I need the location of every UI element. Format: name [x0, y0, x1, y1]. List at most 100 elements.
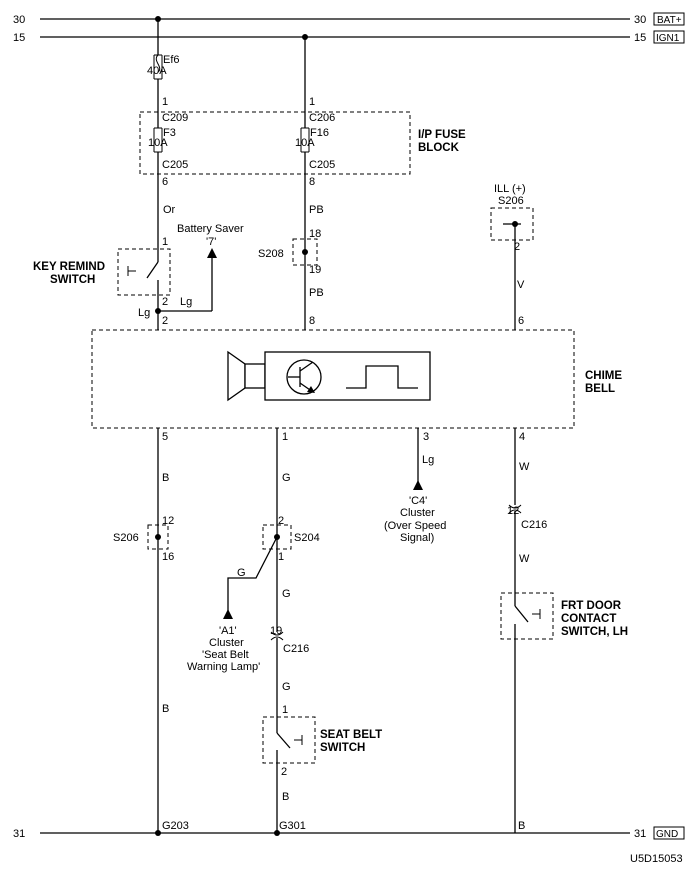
- bat-rail-right-label: 30: [634, 14, 646, 26]
- ill-connector-box: [490, 207, 534, 330]
- pin4-wire-label: W: [519, 461, 530, 473]
- pin1-c216-pin: 19: [270, 625, 282, 637]
- pin4-c216-label: C216: [521, 519, 547, 531]
- gnd-rail-right-label: 31: [634, 828, 646, 840]
- s208-splice: [292, 238, 318, 266]
- ign-rail-left-label: 15: [13, 32, 25, 44]
- wire-or-label: Or: [163, 204, 176, 216]
- a1-line3: 'Seat Belt: [202, 649, 249, 661]
- a1-line4: Warning Lamp': [187, 661, 260, 673]
- fuse-f3-rating: 10A: [148, 137, 168, 149]
- a1-line2: Cluster: [209, 637, 244, 649]
- seat-belt-title-line1: SEAT BELT: [320, 729, 382, 741]
- pin1-wire: [223, 428, 292, 725]
- key-remind-pin-bottom: 2: [162, 296, 168, 308]
- c206-label: C206: [309, 112, 335, 124]
- pin5-wire-label: B: [162, 472, 169, 484]
- wire-lg-label: Lg: [138, 307, 150, 319]
- wire-pb-top-label: PB: [309, 204, 324, 216]
- pin1-branch-wire-label: G: [237, 567, 246, 579]
- s208-pin-top: 18: [309, 228, 321, 240]
- fuse-block-title-line1: I/P FUSE: [418, 129, 466, 141]
- ign-rail-tag: IGN1: [656, 33, 680, 44]
- c209-label: C209: [162, 112, 188, 124]
- key-remind-title-line1: KEY REMIND: [33, 261, 105, 273]
- chime-pin-5: 5: [162, 431, 168, 443]
- frt-door-title-line3: SWITCH, LH: [561, 626, 628, 638]
- pin4-c216-pin: 12: [507, 505, 519, 517]
- s206-name: S206: [113, 532, 139, 544]
- c205-left-label: C205: [162, 159, 188, 171]
- chime-bell-module: [91, 329, 575, 429]
- key-remind-pin-top: 1: [162, 236, 168, 248]
- pin5-wire: [147, 428, 169, 836]
- pin3-wire-label: Lg: [422, 454, 434, 466]
- gnd-rail: 31 31 GND: [13, 826, 685, 840]
- ip-fuse-block: [139, 111, 411, 175]
- seat-belt-title-line2: SWITCH: [320, 742, 365, 754]
- fuse-block-title-line2: BLOCK: [418, 142, 460, 154]
- wire-v-label: V: [517, 279, 525, 291]
- chime-pin-1: 1: [282, 431, 288, 443]
- c4-line2: Cluster: [400, 507, 435, 519]
- seat-belt-bottom-wire-label: B: [282, 791, 289, 803]
- g301-label: G301: [279, 820, 306, 832]
- key-remind-switch: [117, 248, 171, 330]
- c4-line4: Signal): [400, 532, 434, 544]
- ign-rail: 15 15 IGN1: [13, 30, 685, 44]
- fuse-ef6-rating: 40A: [147, 65, 167, 77]
- ill-label: ILL (+): [494, 183, 526, 195]
- c205-right-pin: 8: [309, 176, 315, 188]
- chime-title-line2: BELL: [585, 383, 615, 395]
- pin1-wire-label: G: [282, 472, 291, 484]
- c206-pin: 1: [309, 96, 315, 108]
- ign-rail-right-label: 15: [634, 32, 646, 44]
- ign-feed-column: [300, 34, 310, 330]
- frt-door-title-line2: CONTACT: [561, 613, 616, 625]
- bat-rail-left-label: 30: [13, 14, 25, 26]
- fuse-ef6-name: Ef6: [163, 54, 180, 66]
- frt-door-switch: [500, 592, 554, 833]
- seat-belt-switch: [262, 716, 316, 836]
- c205-right-label: C205: [309, 159, 335, 171]
- key-remind-title-line2: SWITCH: [50, 274, 95, 286]
- bat-feed-column: [153, 16, 163, 255]
- pin4-bottom-wire-label: B: [518, 820, 525, 832]
- seat-belt-pin-top: 1: [282, 704, 288, 716]
- pin4-wire: [508, 428, 522, 600]
- chime-pin-2: 2: [162, 315, 168, 327]
- chime-pin-3: 3: [423, 431, 429, 443]
- c4-ref: 'C4': [409, 495, 427, 507]
- g203-label: G203: [162, 820, 189, 832]
- bat-rail: 30 30 BAT+: [13, 12, 685, 26]
- fuse-f16-rating: 10A: [295, 137, 315, 149]
- ill-pin: 2: [514, 241, 520, 253]
- a1-ref: 'A1': [219, 625, 237, 637]
- chime-title-line1: CHIME: [585, 370, 622, 382]
- chime-pin-4: 4: [519, 431, 525, 443]
- gnd-rail-left-label: 31: [13, 828, 25, 840]
- c205-left-pin: 6: [162, 176, 168, 188]
- wire-pb-bottom-label: PB: [309, 287, 324, 299]
- bat-rail-tag: BAT+: [657, 15, 682, 26]
- gnd-rail-tag: GND: [656, 829, 678, 840]
- pin1-c216-label: C216: [283, 643, 309, 655]
- ill-connector: S206: [498, 195, 524, 207]
- pin1-mid-wire-label: G: [282, 588, 291, 600]
- chime-pin-6: 6: [518, 315, 524, 327]
- seat-belt-pin-bottom: 2: [281, 766, 287, 778]
- fuse-f3-name: F3: [163, 127, 176, 139]
- pin1-after-wire-label: G: [282, 681, 291, 693]
- s206-pin-top: 12: [162, 515, 174, 527]
- s204-pin-top: 2: [278, 515, 284, 527]
- s208-pin-bottom: 19: [309, 264, 321, 276]
- fuse-f16-name: F16: [310, 127, 329, 139]
- battery-saver-label: Battery Saver: [177, 223, 244, 235]
- diagram-code: U5D15053: [630, 853, 683, 865]
- c4-line3: (Over Speed: [384, 520, 446, 532]
- battery-saver-ref: '7': [206, 236, 216, 248]
- pin3-wire: [413, 428, 423, 490]
- battery-saver-branch: [155, 248, 217, 314]
- c209-pin: 1: [162, 96, 168, 108]
